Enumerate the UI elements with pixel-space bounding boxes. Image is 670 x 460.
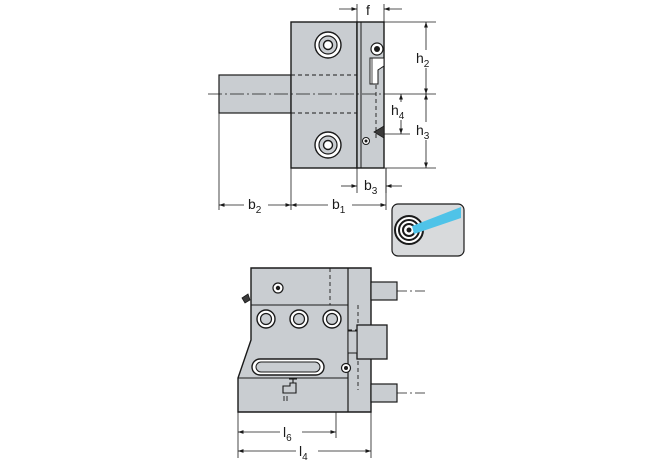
- hole-3: [322, 309, 342, 329]
- dimension-b3: b3: [341, 177, 402, 197]
- label-b2: b2: [248, 196, 262, 216]
- bolt-top: [314, 31, 342, 59]
- screw-small-lower: [340, 362, 352, 374]
- dimension-f: f: [339, 2, 402, 18]
- dimension-h4: h4: [389, 94, 413, 134]
- clamp-block: [356, 324, 388, 360]
- label-b3: b3: [364, 177, 378, 197]
- label-h3: h3: [416, 122, 430, 142]
- hole-1: [256, 309, 276, 329]
- slot: [251, 358, 325, 376]
- label-f: f: [366, 2, 370, 18]
- dimension-l6: l6: [238, 423, 336, 444]
- top-view: f h2 h3 h4 b3 b2: [208, 2, 465, 257]
- plate-screw-top: [370, 42, 384, 56]
- label-b1: b1: [332, 196, 346, 216]
- coolant-target-icon: [391, 203, 465, 257]
- stub-lower: [370, 383, 398, 403]
- stub-upper: [370, 281, 398, 301]
- label-l4: l4: [299, 443, 308, 460]
- dimension-b2: b2: [219, 196, 291, 216]
- bolt-bottom: [314, 131, 342, 159]
- dimension-h3: h3: [414, 94, 438, 168]
- hole-2: [289, 309, 309, 329]
- bottom-view: l6 l4: [237, 267, 425, 460]
- dimension-b1: b1: [291, 196, 386, 216]
- dimension-h2: h2: [414, 22, 438, 94]
- insert-pocket: [369, 57, 385, 85]
- dimension-l4: l4: [238, 442, 371, 460]
- coolant-tap-icon: [282, 378, 297, 401]
- plate-screw-bottom: [362, 137, 370, 145]
- label-h2: h2: [416, 50, 430, 70]
- label-l6: l6: [283, 424, 292, 444]
- label-h4: h4: [391, 102, 405, 122]
- screw-small-top: [272, 282, 284, 294]
